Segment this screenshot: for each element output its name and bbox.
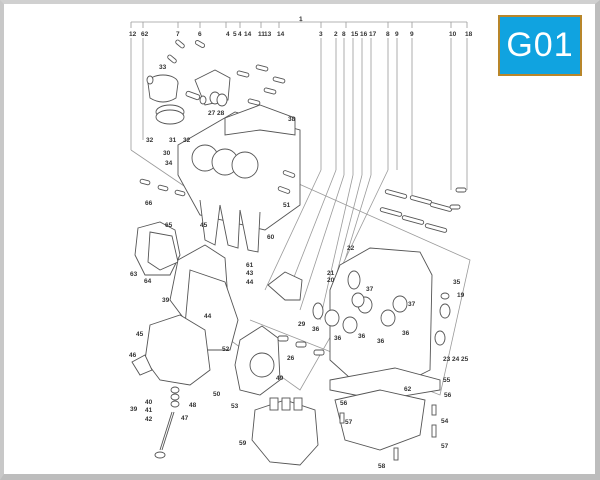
- part-callout-56[interactable]: 56: [340, 400, 348, 407]
- part-callout-49[interactable]: 49: [276, 375, 284, 382]
- part-callout-32[interactable]: 32: [146, 137, 154, 144]
- part-callout-56[interactable]: 56: [444, 392, 452, 399]
- part-callout-31[interactable]: 31: [169, 137, 177, 144]
- part-callout-45[interactable]: 45: [136, 331, 144, 338]
- part-callout-36[interactable]: 36: [377, 338, 385, 345]
- part-callout-47[interactable]: 47: [181, 415, 189, 422]
- part-callout-12[interactable]: 12: [129, 31, 137, 38]
- part-callout-28[interactable]: 28: [217, 110, 225, 117]
- part-callout-11[interactable]: 11: [258, 31, 265, 38]
- part-callout-39[interactable]: 39: [130, 406, 138, 413]
- part-callout-10[interactable]: 10: [449, 31, 457, 38]
- part-callout-44[interactable]: 44: [246, 279, 254, 286]
- part-callout-21[interactable]: 21: [327, 270, 335, 277]
- part-callout-41[interactable]: 41: [145, 407, 153, 414]
- part-callout-64[interactable]: 64: [144, 278, 152, 285]
- part-callout-46[interactable]: 46: [129, 352, 137, 359]
- part-callout-2[interactable]: 2: [334, 31, 338, 38]
- part-callout-57[interactable]: 57: [345, 419, 353, 426]
- part-callout-43[interactable]: 43: [246, 270, 254, 277]
- part-callout-18[interactable]: 18: [465, 31, 473, 38]
- part-callout-32[interactable]: 32: [183, 137, 191, 144]
- part-callout-16[interactable]: 16: [360, 31, 368, 38]
- part-callout-5[interactable]: 5: [233, 31, 237, 38]
- part-callout-36[interactable]: 36: [334, 335, 342, 342]
- part-callout-52[interactable]: 52: [222, 346, 230, 353]
- part-callout-3[interactable]: 3: [319, 31, 323, 38]
- part-callout-66[interactable]: 66: [145, 200, 153, 207]
- part-callout-8[interactable]: 8: [386, 31, 390, 38]
- part-callout-35[interactable]: 35: [453, 279, 461, 286]
- part-callout-58[interactable]: 58: [378, 463, 386, 470]
- part-callout-13[interactable]: 13: [264, 31, 272, 38]
- part-callout-6[interactable]: 6: [198, 31, 202, 38]
- diagram-id-label: G01: [506, 26, 574, 64]
- part-callout-24[interactable]: 24: [452, 356, 460, 363]
- part-callout-57[interactable]: 57: [441, 443, 449, 450]
- part-callout-63[interactable]: 63: [130, 271, 138, 278]
- part-callout-38[interactable]: 38: [288, 116, 296, 123]
- part-callout-65[interactable]: 65: [165, 222, 173, 229]
- part-callout-37[interactable]: 37: [408, 301, 416, 308]
- part-callout-1[interactable]: 1: [299, 16, 303, 23]
- part-callout-19[interactable]: 19: [457, 292, 465, 299]
- part-callout-54[interactable]: 54: [441, 418, 449, 425]
- part-callout-14[interactable]: 14: [244, 31, 252, 38]
- part-callout-55[interactable]: 55: [443, 377, 451, 384]
- part-callout-53[interactable]: 53: [231, 403, 239, 410]
- part-callout-42[interactable]: 42: [145, 416, 153, 423]
- part-callout-51[interactable]: 51: [283, 202, 291, 209]
- part-callout-20[interactable]: 20: [327, 277, 335, 284]
- part-callout-29[interactable]: 29: [298, 321, 306, 328]
- part-callout-9[interactable]: 9: [410, 31, 414, 38]
- part-callout-26[interactable]: 26: [287, 355, 295, 362]
- part-callout-4[interactable]: 4: [238, 31, 242, 38]
- part-callout-30[interactable]: 30: [163, 150, 171, 157]
- part-callout-34[interactable]: 34: [165, 160, 173, 167]
- part-callout-62[interactable]: 62: [141, 31, 149, 38]
- part-callout-23[interactable]: 23: [443, 356, 451, 363]
- part-callout-33[interactable]: 33: [159, 64, 167, 71]
- part-callout-4[interactable]: 4: [226, 31, 230, 38]
- part-callout-36[interactable]: 36: [402, 330, 410, 337]
- part-callout-59[interactable]: 59: [239, 440, 247, 447]
- part-callout-36[interactable]: 36: [312, 326, 320, 333]
- part-callout-39[interactable]: 39: [162, 297, 170, 304]
- part-callout-8[interactable]: 8: [342, 31, 346, 38]
- part-callout-45[interactable]: 45: [200, 222, 208, 229]
- part-callout-44[interactable]: 44: [204, 313, 212, 320]
- part-callout-48[interactable]: 48: [189, 402, 197, 409]
- part-callout-25[interactable]: 25: [461, 356, 469, 363]
- part-callout-37[interactable]: 37: [366, 286, 374, 293]
- part-callout-9[interactable]: 9: [395, 31, 399, 38]
- part-callout-50[interactable]: 50: [213, 391, 221, 398]
- part-callout-40[interactable]: 40: [145, 399, 153, 406]
- part-callout-7[interactable]: 7: [176, 31, 180, 38]
- part-callout-36[interactable]: 36: [358, 333, 366, 340]
- part-callout-22[interactable]: 22: [347, 245, 355, 252]
- part-callout-62[interactable]: 62: [404, 386, 412, 393]
- diagram-id-badge: G01: [498, 15, 582, 76]
- part-callout-15[interactable]: 15: [351, 31, 359, 38]
- part-callout-61[interactable]: 61: [246, 262, 254, 269]
- part-callout-27[interactable]: 27: [208, 110, 216, 117]
- part-callout-17[interactable]: 17: [369, 31, 377, 38]
- part-callout-14[interactable]: 14: [277, 31, 285, 38]
- part-callout-60[interactable]: 60: [267, 234, 275, 241]
